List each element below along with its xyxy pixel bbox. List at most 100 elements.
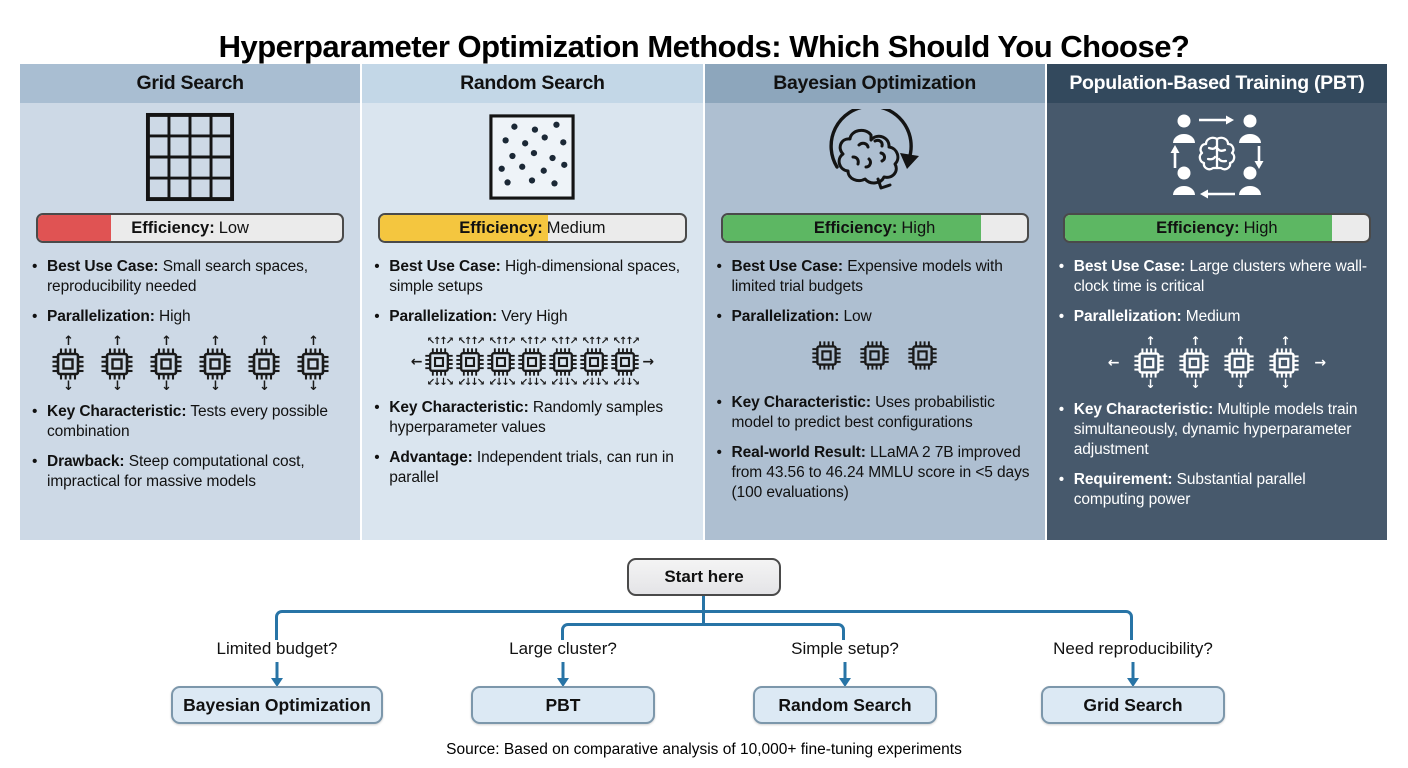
- efficiency-bar: Efficiency:High: [1062, 213, 1371, 243]
- bullet-dot: •: [32, 403, 38, 421]
- connector-inner-bracket: [561, 623, 845, 640]
- chip-icon: [611, 348, 640, 377]
- bullet-parallelization: •Parallelization: Low: [716, 307, 872, 325]
- down-arrowhead: [1127, 678, 1139, 687]
- column-title: Population-Based Training (PBT): [1069, 72, 1365, 94]
- chip-icon: [456, 348, 485, 377]
- bullet-parallelization: •Parallelization: Very High: [374, 307, 568, 325]
- parallelization-chips: ←↑↓↑↓↑↓↑↓→: [1059, 334, 1375, 392]
- brain-icon-svg: [829, 109, 919, 190]
- bullet-list: •Best Use Case: Large clusters where wal…: [1047, 243, 1387, 520]
- result-grid-search: Grid Search: [1041, 686, 1225, 724]
- result-pbt: PBT: [471, 686, 655, 724]
- brain-icon: [705, 103, 1045, 211]
- grid-icon-svg: [146, 112, 235, 202]
- start-here-box: Start here: [627, 558, 781, 596]
- bullet-key-characteristic: •Key Characteristic: Randomly samples hy…: [374, 399, 664, 437]
- down-arrow-icon: ↓: [1280, 377, 1290, 392]
- down-arrow-icon: ↓: [308, 379, 319, 395]
- grid-icon: [20, 103, 360, 211]
- down-arrow-icon: ↓: [1190, 377, 1200, 392]
- start-here-label: Start here: [664, 567, 744, 586]
- up-arrow-icon: ↑: [210, 334, 221, 350]
- question-need-reproducibility: Need reproducibility?: [1053, 639, 1213, 658]
- scatter-icon: [362, 103, 702, 211]
- efficiency-value: Low: [218, 219, 249, 237]
- scatter-icon-svg: [489, 114, 576, 200]
- bullet-best-use-case: •Best Use Case: Expensive models with li…: [716, 258, 1003, 295]
- chip-with-arrows: ↑↓: [1178, 334, 1210, 392]
- parallelization-chips: [717, 340, 1033, 371]
- up-arrow-icon: ↑: [1235, 334, 1245, 349]
- question-limited-budget: Limited budget?: [216, 639, 338, 658]
- chip-icon: [580, 348, 609, 377]
- efficiency-fill: [38, 215, 112, 241]
- down-arrow-icon: ↓: [112, 379, 123, 395]
- chip-icon: [860, 341, 889, 371]
- up-arrow-icon: ↑: [1280, 334, 1290, 349]
- down-arrow-icon: ↙↓↓↘: [426, 377, 454, 389]
- chip-icon: [425, 348, 454, 377]
- chip-icon: [52, 348, 84, 380]
- up-arrow-icon: ↖↑↑↗: [550, 336, 578, 348]
- column-bayesian-optimization: Bayesian Optimization: [702, 64, 1045, 540]
- down-arrowhead: [557, 678, 569, 687]
- chip-with-arrows: [859, 340, 890, 371]
- down-arrow: [1131, 662, 1135, 678]
- up-arrow-icon: ↖↑↑↗: [457, 336, 485, 348]
- down-arrow-icon: ↓: [210, 379, 221, 395]
- source-note: Source: Based on comparative analysis of…: [446, 741, 962, 758]
- bullet-key-characteristic: •Key Characteristic: Multiple models tra…: [1058, 401, 1358, 459]
- column-random-search: Random Search Efficiency:Medium: [360, 64, 703, 540]
- down-arrow: [843, 662, 847, 678]
- bullet-requirement: •Requirement: Substantial parallel compu…: [1058, 470, 1306, 508]
- parallelization-chips: ←↖↑↑↗↙↓↓↘↖↑↑↗↙↓↓↘↖↑↑↗↙↓↓↘↖↑↑↗↙↓↓↘↖↑↑↗↙↓↓…: [374, 336, 690, 388]
- chip-icon: [297, 348, 329, 380]
- chip-icon: [248, 348, 280, 380]
- down-arrow-icon: ↙↓↓↘: [488, 377, 516, 389]
- chip-with-arrows: ↖↑↑↗↙↓↓↘: [517, 336, 547, 388]
- down-arrow-icon: ↙↓↓↘: [457, 377, 485, 389]
- down-arrow-icon: ↓: [1235, 377, 1245, 392]
- result-random-search: Random Search: [753, 686, 937, 724]
- bullet-parallelization: •Parallelization: Medium: [1058, 307, 1241, 325]
- column-title: Grid Search: [136, 72, 245, 94]
- chip-icon: [812, 341, 841, 371]
- connector-outer-bracket: [275, 610, 1133, 640]
- bullet-dot: •: [32, 258, 38, 275]
- column-header-pbt: Population-Based Training (PBT): [1046, 64, 1387, 103]
- title-lead: Hyperparameter: [218, 28, 450, 64]
- left-arrow-icon: ←: [410, 353, 423, 370]
- column-header-random-search: Random Search: [362, 64, 703, 103]
- chip-with-arrows: ↑↓: [1268, 334, 1300, 392]
- up-arrow-icon: ↑: [112, 334, 123, 350]
- up-arrow-icon: ↑: [308, 334, 319, 350]
- chip-icon: [150, 348, 182, 380]
- up-arrow-icon: ↖↑↑↗: [488, 336, 516, 348]
- chip-with-arrows: ↖↑↑↗ ↙↓↓↘: [610, 336, 640, 388]
- column-title: Random Search: [460, 72, 605, 94]
- page-title: Hyperparameter Optimization Methods: Whi…: [0, 29, 1408, 65]
- chip-icon: [549, 348, 578, 377]
- pbt-population-icon: [1047, 103, 1387, 211]
- efficiency-fill: [380, 215, 548, 241]
- up-arrow-icon: ↑: [1190, 334, 1200, 349]
- bullet-key-characteristic: •Key Characteristic: Uses probabilistic …: [716, 394, 995, 432]
- efficiency-bar: Efficiency:Low: [36, 213, 345, 243]
- up-arrow-icon: ↑: [259, 334, 270, 350]
- down-arrow: [275, 662, 279, 678]
- chip-with-arrows: ↖↑↑↗↙↓↓↘: [424, 336, 454, 388]
- efficiency-fill: [1064, 215, 1333, 241]
- down-arrow: [561, 662, 565, 678]
- down-arrowhead: [839, 678, 851, 687]
- up-arrow-icon: ↖↑↑↗: [519, 336, 547, 348]
- down-arrow-icon: ↙↓↓↘: [612, 377, 640, 389]
- chip-with-arrows: [811, 340, 842, 371]
- up-arrow-icon: ↖↑↑↗: [612, 336, 640, 348]
- down-arrow-icon: ↓: [161, 379, 172, 395]
- column-pbt: Population-Based Training (PBT): [1044, 64, 1387, 540]
- efficiency-bar: Efficiency:Medium: [378, 213, 687, 243]
- bullet-real-world-result: •Real-world Result: LLaMA 2 7B improved …: [716, 444, 1030, 501]
- bullet-best-use-case: •Best Use Case: High-dimensional spaces,…: [374, 258, 681, 295]
- bullet-list: •Best Use Case: High-dimensional spaces,…: [362, 243, 702, 498]
